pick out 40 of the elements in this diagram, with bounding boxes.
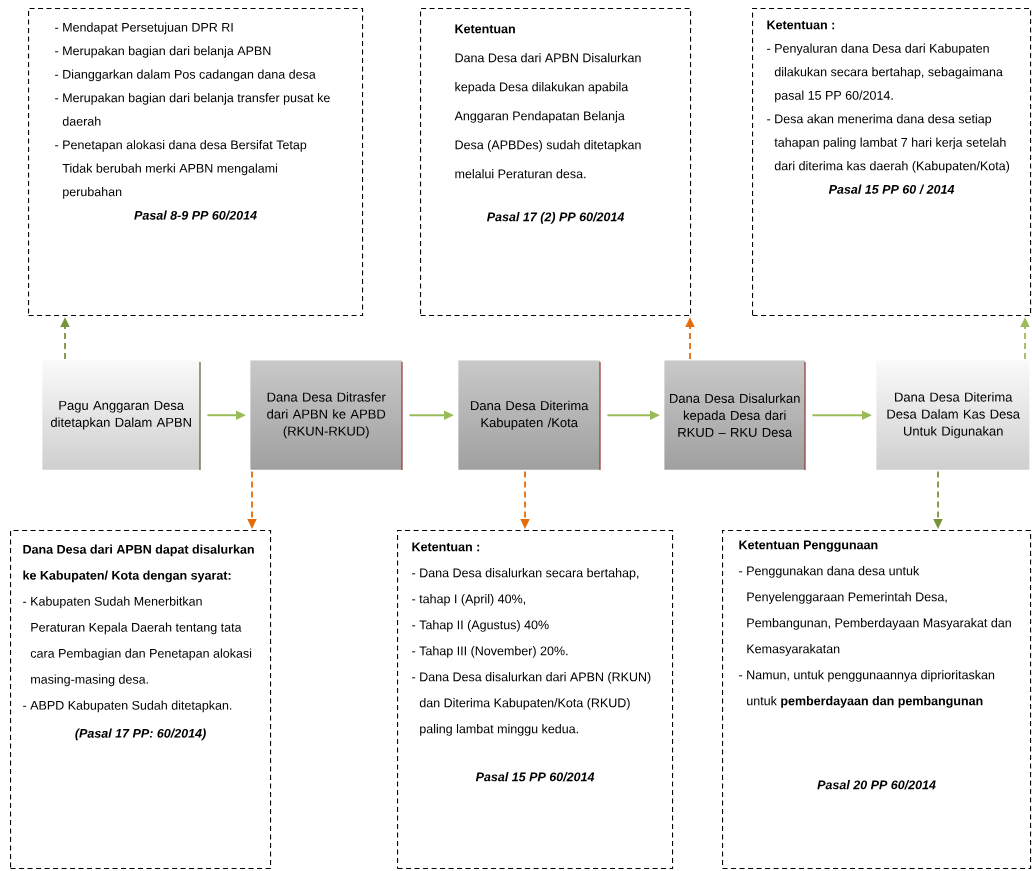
citation: Pasal 17 (2) PP 60/2014 xyxy=(487,212,625,224)
process-box: Dana Desa Ditrasfer dari APBN ke APBD (RKUN-RKUD) xyxy=(267,361,403,471)
heading: Ketentuan : xyxy=(767,20,835,30)
list-item: - Penggunakan dana desa untuk Penyelenggaraan Pemerintah Desa, Pembangunan, Pemberdayaan Masyarakat dan Kemasyarakatan xyxy=(739,566,1011,656)
list-item: - Kabupaten Sudah Menerbitkan Peraturan Kepala Daerah tentang tata cara Pembagian dan Penetapan alokasi masing-masing desa. xyxy=(23,596,252,687)
list-item: - Namun, untuk penggunaannya diprioritaskan untuk pemberdayaan dan pembangunan xyxy=(739,670,995,708)
list-item: - Merupakan bagian dari belanja transfer pusat ke daerah xyxy=(55,93,330,126)
heading: Ketentuan xyxy=(455,24,515,34)
citation: (Pasal 17 PP: 60/2014) xyxy=(75,728,206,741)
note-box xyxy=(420,8,692,317)
note-box xyxy=(10,530,272,870)
heading: Dana Desa dari APBN dapat disalurkan ke Kabupaten/ Kota dengan syarat: xyxy=(23,544,254,583)
citation: Pasal 8-9 PP 60/2014 xyxy=(134,210,257,220)
list-item: - Dana Desa disalurkan secara bertahap, xyxy=(412,568,639,580)
list-item: - Mendapat Persetujuan DPR RI xyxy=(55,22,233,35)
list-item: Tidak berubah merki APBN mengalami perubahan xyxy=(62,163,277,199)
list-item: - Penyaluran dana Desa dari Kabupaten dilakukan secara bertahap, sebagaimana pasal 15 PP 60/2014. xyxy=(767,43,1003,103)
process-box: Pagu Anggaran Desa ditetapkan Dalam APBN xyxy=(50,361,201,471)
list-item: - ABPD Kabupaten Sudah ditetapkan. xyxy=(23,700,232,713)
heading: Ketentuan : xyxy=(412,542,480,552)
process-box: Dana Desa Disalurkan kepada Desa dari RKUD – RKU Desa xyxy=(670,361,806,471)
list-item: - Tahap III (November) 20%. xyxy=(412,646,568,658)
citation: Pasal 15 PP 60/2014 xyxy=(475,772,595,782)
process-box: Dana Desa Diterima Desa Dalam Kas Desa Untuk Digunakan xyxy=(887,361,1031,471)
heading: Ketentuan Penggunaan xyxy=(739,540,878,552)
process-box: Dana Desa Diterima Kabupaten /Kota xyxy=(471,361,601,471)
paragraph: Dana Desa dari APBN Disalurkan kepada Desa dilakukan apabila Anggaran Pendapatan Belanja Desa (APBDes) sudah ditetapkan melalui Peraturan desa. xyxy=(454,53,641,179)
list-item: - Penetapan alokasi dana desa Bersifat Tetap xyxy=(55,140,307,152)
list-item: - Tahap II (Agustus) 40% xyxy=(412,620,549,632)
citation: Pasal 15 PP 60 / 2014 xyxy=(828,184,955,194)
list-item: - Desa akan menerima dana desa setiap tahapan paling lambat 7 hari kerja setelah dari diterima kas daerah (Kabupaten/Kota) xyxy=(767,114,1010,173)
note-box xyxy=(397,530,674,870)
note-box xyxy=(28,8,364,317)
list-item: - Dianggarkan dalam Pos cadangan dana desa xyxy=(55,69,316,82)
note-box xyxy=(722,530,1032,870)
citation: Pasal 20 PP 60/2014 xyxy=(817,780,936,790)
list-item: - tahap I (April) 40%, xyxy=(412,594,526,606)
list-item: - Dana Desa disalurkan dari APBN (RKUN) dan Diterima Kabupaten/Kota (RKUD) paling lambat minggu kedua. xyxy=(412,672,651,736)
note-box xyxy=(752,8,1032,317)
list-item: - Merupakan bagian dari belanja APBN xyxy=(55,46,271,58)
